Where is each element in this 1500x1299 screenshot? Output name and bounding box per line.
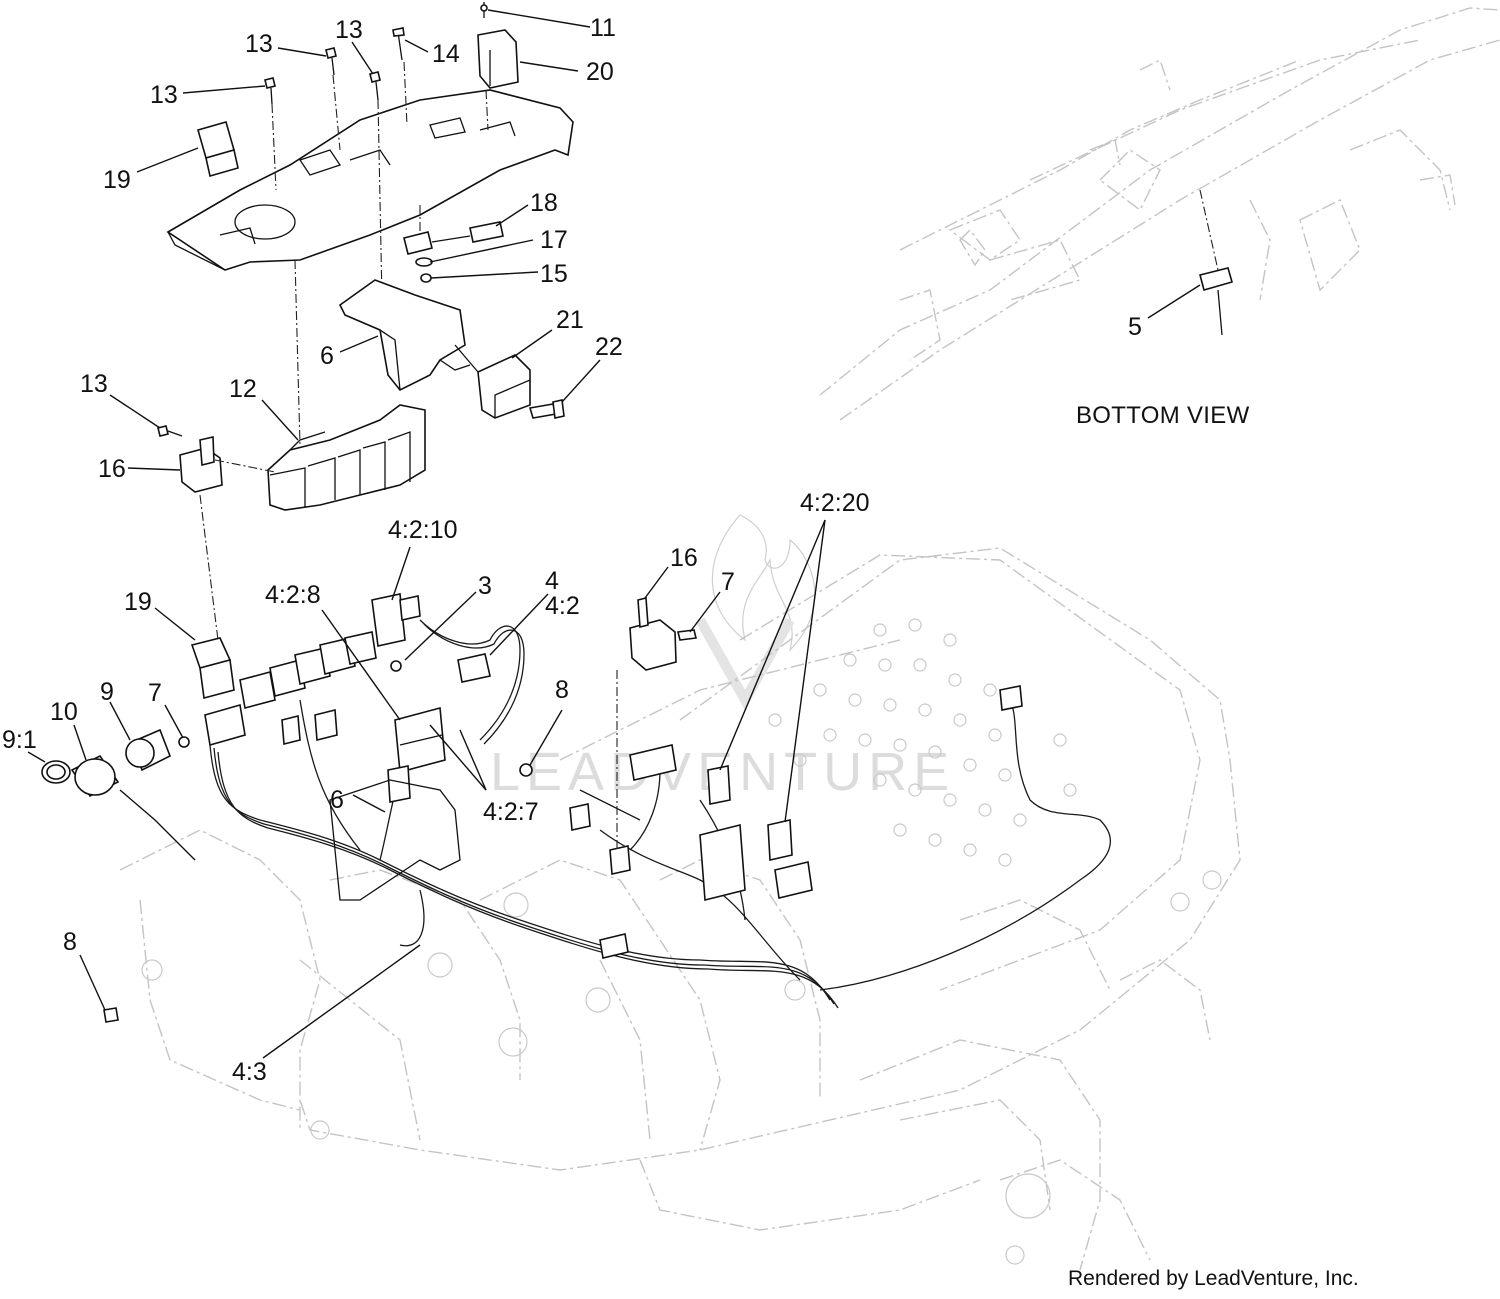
callout-14: 14 — [432, 40, 460, 68]
callout-11: 11 — [590, 14, 616, 42]
callout-4-2: 4:2 — [545, 592, 580, 620]
part-18-17-15[interactable] — [403, 205, 504, 283]
callout-5: 5 — [1128, 313, 1142, 341]
part-19-lower[interactable] — [190, 637, 235, 700]
dash-panel — [166, 89, 574, 271]
callout-21: 21 — [556, 306, 584, 334]
relay-block[interactable] — [204, 631, 377, 747]
callout-13: 13 — [245, 30, 273, 58]
fastener-8-lower[interactable] — [103, 1007, 119, 1023]
callout-12: 12 — [229, 375, 257, 403]
callout-4-2-20: 4:2:20 — [800, 489, 870, 517]
part-16-top[interactable] — [179, 436, 223, 641]
callout-10: 10 — [50, 698, 78, 726]
callout-20: 20 — [586, 58, 614, 86]
callout-9-1: 9:1 — [2, 726, 37, 754]
callout-18: 18 — [530, 189, 558, 217]
bottom-view-frame — [819, 7, 1500, 421]
parts-9-10-assembly[interactable] — [41, 728, 196, 861]
callout-17: 17 — [540, 226, 568, 254]
fastener-13-left[interactable] — [157, 259, 301, 473]
callout-4: 4 — [545, 567, 559, 595]
callout-3: 3 — [478, 572, 492, 600]
part-20[interactable] — [477, 29, 519, 89]
leader-lines — [27, 9, 1201, 1059]
part-21[interactable] — [454, 344, 531, 419]
bracket-6-lower[interactable] — [329, 779, 461, 901]
callout-8: 8 — [63, 928, 77, 956]
callout-9: 9 — [100, 678, 114, 706]
part-5[interactable] — [1199, 189, 1233, 336]
bracket-6-top[interactable] — [338, 279, 471, 392]
part-22[interactable] — [528, 399, 565, 419]
callout-19: 19 — [124, 588, 152, 616]
fasteners-top[interactable] — [264, 2, 489, 301]
callout-labels: 11 20 14 13 13 13 19 18 17 15 21 22 6 13… — [2, 14, 1142, 1086]
callout-4-2-7: 4:2:7 — [483, 798, 539, 826]
callout-13: 13 — [150, 81, 178, 109]
callout-22: 22 — [595, 333, 623, 361]
callout-16: 16 — [98, 455, 126, 483]
callout-15: 15 — [540, 260, 568, 288]
callout-6: 6 — [330, 786, 344, 814]
deck-holes — [768, 618, 1077, 867]
callout-13: 13 — [80, 370, 108, 398]
part-12[interactable] — [267, 404, 426, 511]
callout-16: 16 — [670, 544, 698, 572]
callout-4-3: 4:3 — [232, 1058, 267, 1086]
callout-8: 8 — [555, 676, 569, 704]
callout-19: 19 — [103, 166, 131, 194]
callout-7: 7 — [148, 679, 162, 707]
callout-6: 6 — [320, 342, 334, 370]
render-credit: Rendered by LeadVenture, Inc. — [1068, 1267, 1359, 1290]
bottom-view-label: BOTTOM VIEW — [1076, 402, 1250, 429]
part-19-top[interactable] — [197, 121, 239, 178]
callout-13: 13 — [335, 16, 363, 44]
harness-wires — [209, 619, 1111, 1009]
parts-16-7-lower[interactable] — [616, 596, 697, 850]
callout-7: 7 — [721, 568, 735, 596]
callout-4-2-8: 4:2:8 — [265, 581, 321, 609]
connectors[interactable] — [281, 593, 1023, 959]
callout-4-2-10: 4:2:10 — [388, 516, 458, 544]
frame-outline — [119, 547, 1241, 1271]
